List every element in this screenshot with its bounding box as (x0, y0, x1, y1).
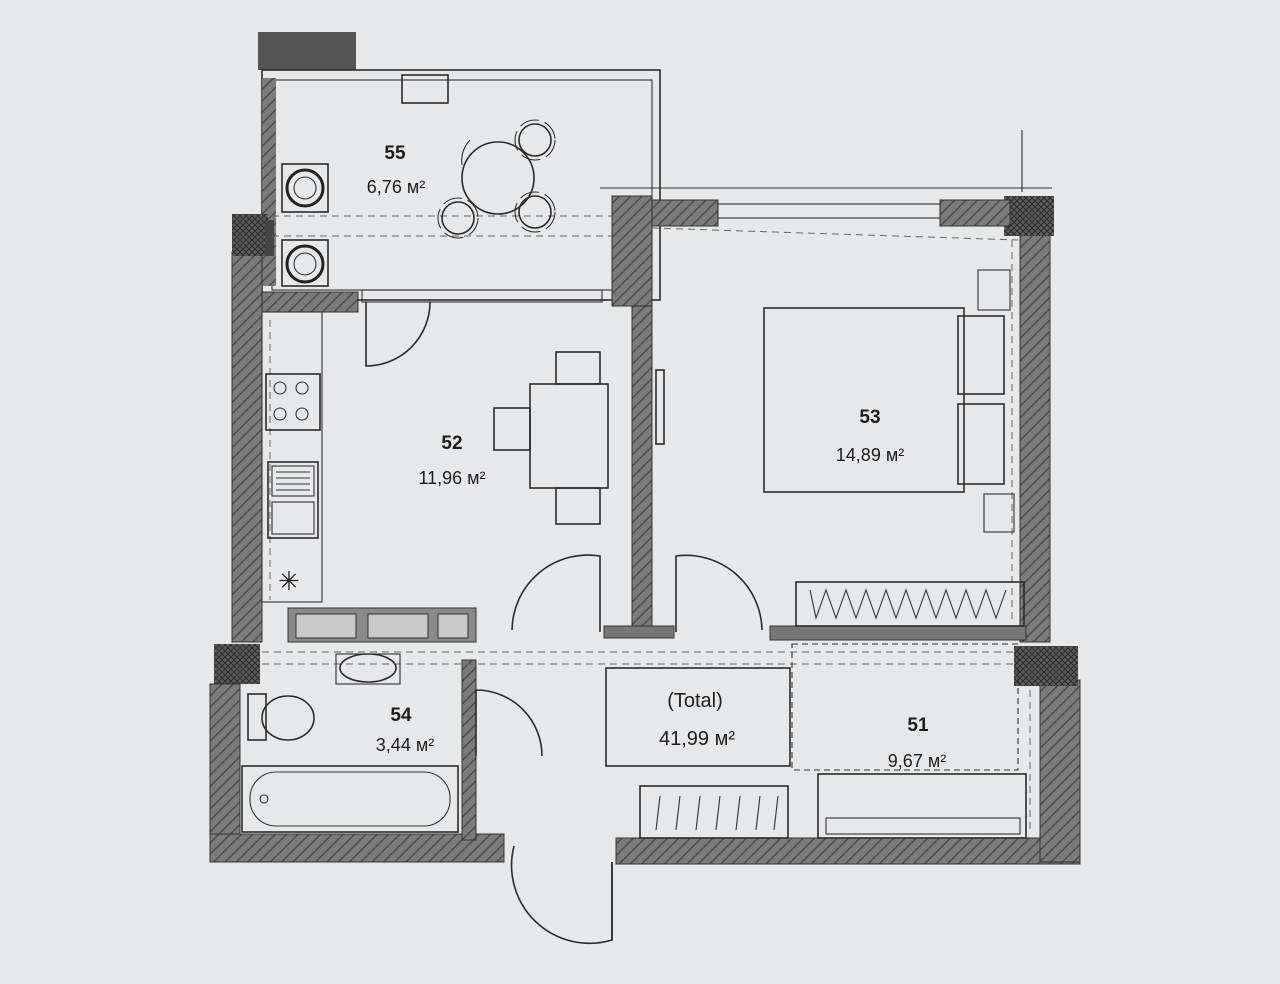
door-swing (475, 689, 543, 757)
balcony-column (258, 32, 356, 70)
appliance-drum (285, 168, 325, 208)
walls (209, 32, 1081, 865)
balcony-window (401, 74, 449, 104)
left-wall-column-top (232, 214, 268, 256)
room-51-area: 9,67 м² (888, 751, 946, 771)
right-column-bottom (1014, 646, 1078, 686)
room-52-area: 11,96 м² (418, 468, 485, 488)
chair (555, 351, 601, 385)
toilet-bowl (261, 695, 315, 741)
bathroom-left-wall (209, 683, 241, 851)
chair (437, 197, 479, 239)
shaft-1 (295, 613, 357, 639)
bathroom-bottom-wall (209, 833, 505, 863)
chair (514, 119, 556, 161)
partition-corner (611, 195, 653, 307)
right-wall-bedroom (1019, 231, 1051, 643)
room-55-number: 55 (384, 143, 406, 164)
balcony-furniture (281, 119, 556, 287)
chair (514, 191, 556, 233)
bench (817, 773, 1027, 839)
bench-inner (825, 817, 1021, 835)
pillow (957, 403, 1005, 485)
hall-furniture (510, 554, 1027, 945)
washbasin (339, 653, 397, 683)
appliance-drum-inner (293, 176, 317, 200)
kitchen-balcony-window (361, 289, 603, 303)
bedroom-window (717, 203, 941, 219)
chair (518, 195, 552, 229)
dining-table (529, 383, 609, 489)
shaft-3 (437, 613, 469, 639)
shaft-2 (367, 613, 429, 639)
sink (267, 461, 319, 539)
stove (265, 373, 321, 431)
washbasin-counter (335, 653, 401, 685)
bedroom-furniture (655, 269, 1025, 627)
kitchen-top-wall-left (261, 291, 359, 313)
pillow (957, 315, 1005, 395)
balcony-post (266, 220, 274, 256)
door-swing-bedroom (675, 554, 763, 632)
bedroom-top-wall-left (639, 199, 719, 227)
room-54-number: 54 (390, 705, 412, 726)
appliance-drum (285, 244, 325, 284)
room-54-area: 3,44 м² (376, 735, 434, 755)
kitchen-counter (261, 311, 323, 603)
total-label: (Total) (667, 690, 723, 712)
bedroom-bottom-wall (769, 625, 1027, 641)
appliance-box (281, 239, 329, 287)
hall-bottom-wall (615, 837, 1081, 865)
bed (763, 307, 965, 493)
chair (441, 201, 475, 235)
shoe-cabinet (639, 785, 789, 839)
wardrobe (795, 581, 1025, 627)
kitchen-furniture: ✳ (261, 301, 609, 603)
bathtub (241, 765, 459, 833)
room-55-area: 6,76 м² (367, 177, 425, 197)
left-wall (231, 251, 263, 643)
round-table (461, 141, 535, 215)
bedroom-top-wall-right (939, 199, 1011, 227)
appliance-drum-inner (293, 252, 317, 276)
nightstand (977, 269, 1011, 311)
hall-partition (791, 643, 1019, 771)
bathroom-furniture (241, 653, 543, 833)
fridge-icon: ✳ (278, 567, 300, 597)
nightstand (983, 493, 1015, 533)
chair (518, 123, 552, 157)
partition-stub (603, 625, 675, 639)
door-swing-kitchen (511, 554, 601, 632)
room-53-number: 53 (859, 407, 880, 428)
chair (493, 407, 531, 451)
room-53-area: 14,89 м² (836, 445, 904, 465)
room-labels: 55 6,76 м² 52 11,96 м² 53 14,89 м² 54 3,… (367, 143, 946, 771)
total-box (605, 667, 791, 767)
right-wall-hall (1039, 679, 1081, 863)
right-column-top (1004, 196, 1054, 236)
bathtub-inner (249, 771, 451, 827)
entrance-door-swing (510, 845, 613, 945)
door-swing (365, 301, 431, 367)
bathroom-right-wall (461, 659, 477, 841)
left-wall-column-bottom (214, 644, 260, 684)
room-51-number: 51 (907, 715, 929, 736)
toilet-tank (247, 693, 267, 741)
sliding-door (655, 369, 665, 445)
chair (555, 487, 601, 525)
total-area: 41,99 м² (659, 728, 735, 750)
room-52-number: 52 (441, 433, 462, 454)
appliance-box (281, 163, 329, 213)
